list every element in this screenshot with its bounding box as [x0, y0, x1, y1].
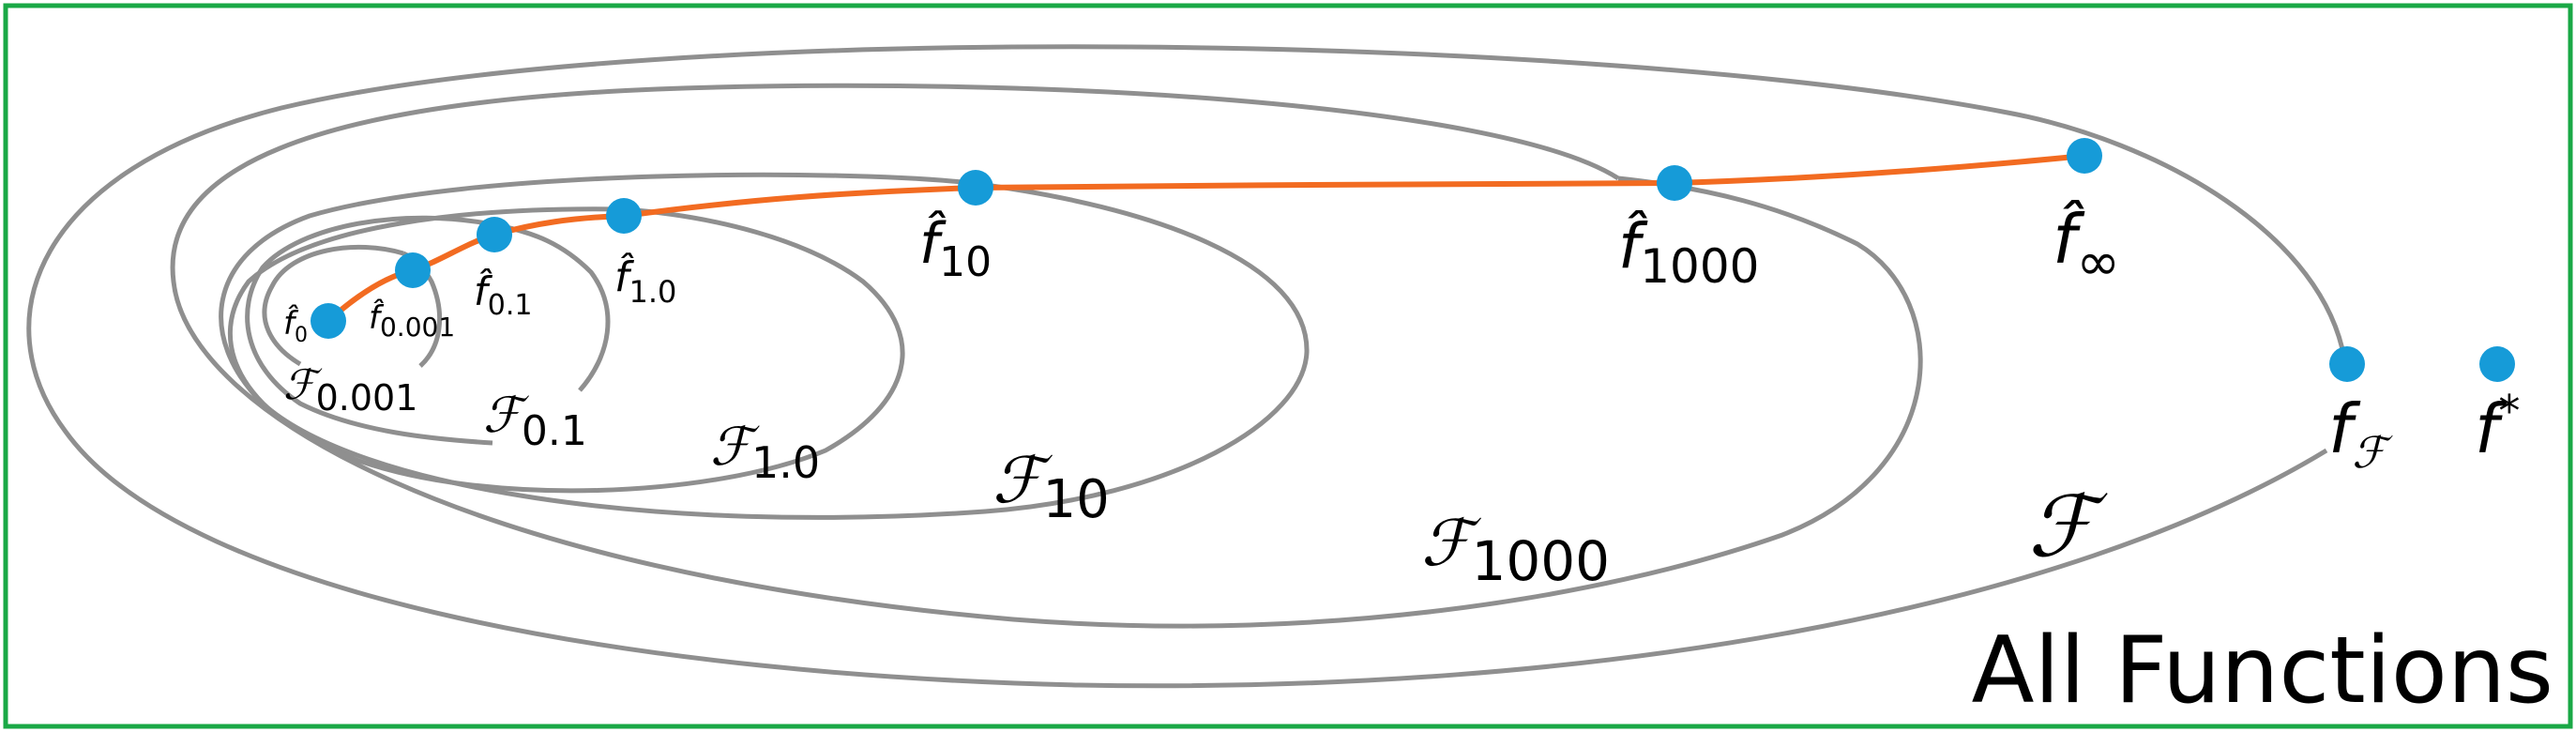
- point-f-hat-0.001: [395, 252, 431, 288]
- ellipse-set-all: [26, 44, 2348, 689]
- ellipse-set-10: [219, 172, 1310, 520]
- label-set-10: ℱ10: [993, 444, 1110, 530]
- label-f-hat-1.0: f̂1.0: [614, 252, 676, 310]
- regularization-path: [326, 153, 2087, 324]
- label-set-1000: ℱ1000: [1421, 507, 1610, 593]
- label-f-hat-infinity: f̂∞: [2053, 200, 2120, 293]
- ellipse-set-1000: [170, 83, 1923, 629]
- point-f-hat-infinity: [2067, 138, 2102, 174]
- label-f-script-f: fℱ: [2328, 389, 2393, 478]
- label-f-hat-0.001: f̂0.001: [369, 298, 455, 343]
- outer-frame: [3, 3, 2573, 729]
- ellipse-set-0.1: [245, 215, 611, 446]
- label-f-hat-0.1: f̂0.1: [474, 267, 533, 322]
- label-set-0.1: ℱ0.1: [483, 388, 587, 455]
- label-set-0.001: ℱ0.001: [283, 361, 417, 419]
- label-f-star: f*: [2475, 386, 2520, 468]
- label-set-1.0: ℱ1.0: [710, 417, 820, 488]
- ellipse-set-1.0: [227, 206, 905, 494]
- point-f-script-f: [2329, 346, 2365, 382]
- label-f-hat-10: f̂10: [919, 210, 992, 286]
- point-f-hat-1000: [1657, 165, 1692, 201]
- point-f-star: [2479, 346, 2515, 382]
- point-f-hat-0.1: [477, 217, 512, 252]
- all-functions-label: All Functions: [1971, 618, 2553, 724]
- point-f-hat-0: [311, 303, 346, 339]
- point-f-hat-10: [958, 170, 993, 206]
- label-f-hat-1000: f̂1000: [1618, 209, 1760, 294]
- label-set-all: ℱ: [2028, 478, 2108, 576]
- point-f-hat-1.0: [606, 198, 642, 234]
- label-f-hat-0: f̂0: [283, 304, 308, 347]
